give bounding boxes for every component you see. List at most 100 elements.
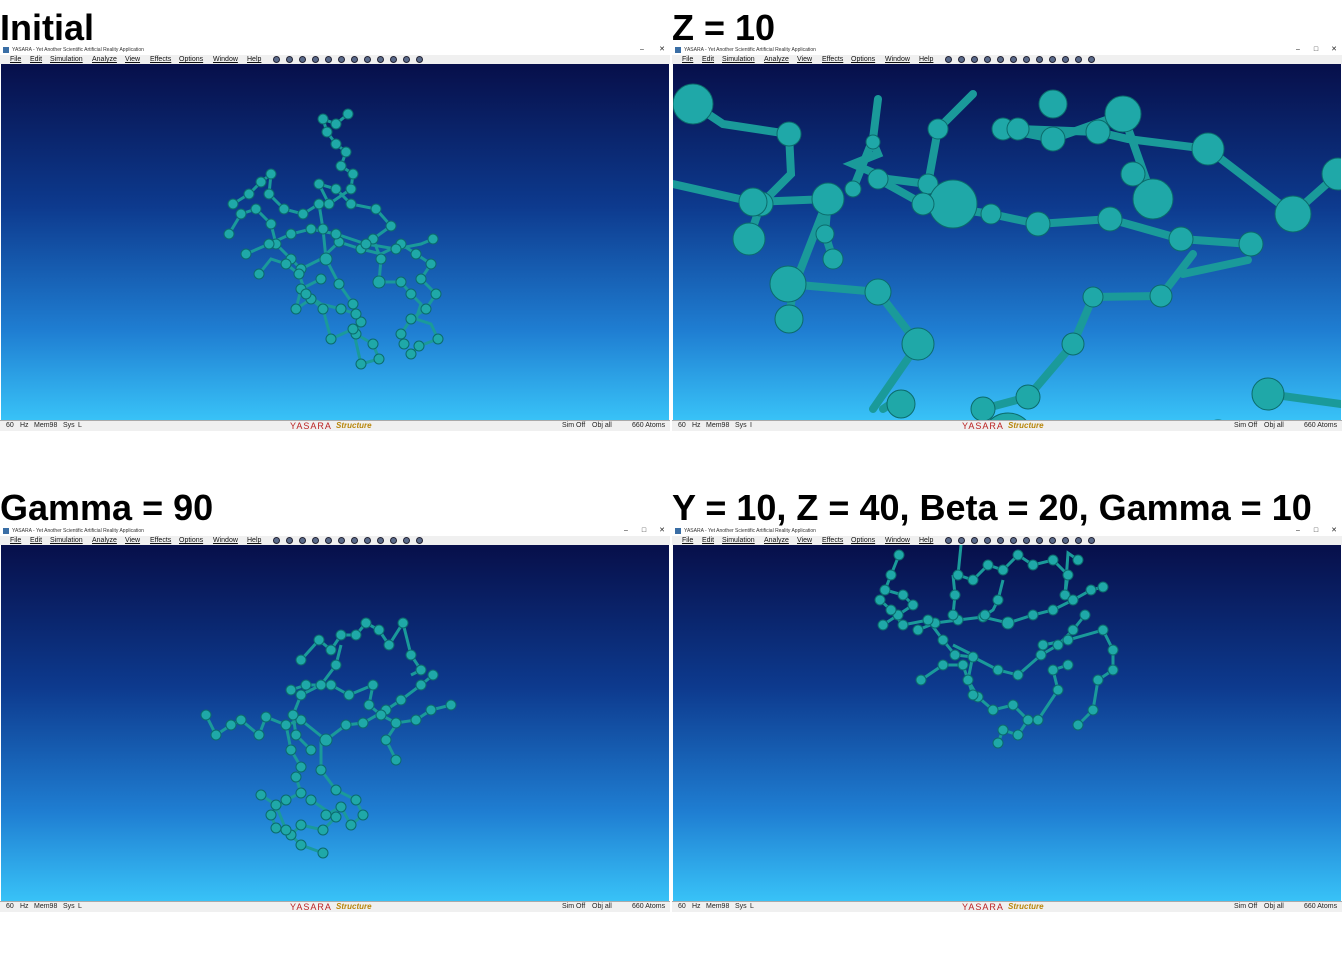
toolbar-icon[interactable] xyxy=(325,56,332,63)
toolbar-icon[interactable] xyxy=(351,537,358,544)
toolbar-icon[interactable] xyxy=(338,537,345,544)
toolbar-icon[interactable] xyxy=(1088,537,1095,544)
menu-edit[interactable]: Edit xyxy=(30,56,43,63)
toolbar-icon[interactable] xyxy=(984,537,991,544)
toolbar-icon[interactable] xyxy=(1075,537,1082,544)
menu-edit[interactable]: Edit xyxy=(702,56,715,63)
toolbar-icon[interactable] xyxy=(416,56,423,63)
toolbar-icon[interactable] xyxy=(971,56,978,63)
molecule-viewport[interactable] xyxy=(1,64,669,420)
menu-help[interactable]: Help xyxy=(919,537,934,544)
menu-analyze[interactable]: Analyze xyxy=(764,537,789,544)
toolbar-icon[interactable] xyxy=(1062,56,1069,63)
menu-effects[interactable]: Effects xyxy=(150,56,172,63)
menu-window[interactable]: Window xyxy=(885,537,910,544)
toolbar-icon[interactable] xyxy=(312,537,319,544)
toolbar-icon[interactable] xyxy=(364,56,371,63)
molecule-viewport[interactable] xyxy=(673,545,1341,901)
toolbar-icon[interactable] xyxy=(403,537,410,544)
menu-window[interactable]: Window xyxy=(213,56,238,63)
toolbar-icon[interactable] xyxy=(1062,537,1069,544)
menu-effects[interactable]: Effects xyxy=(822,56,844,63)
molecule-viewport[interactable] xyxy=(1,545,669,901)
toolbar-icon[interactable] xyxy=(273,56,280,63)
toolbar-icon[interactable] xyxy=(997,537,1004,544)
minimize-icon[interactable]: – xyxy=(640,46,644,53)
menu-help[interactable]: Help xyxy=(919,56,934,63)
menu-window[interactable]: Window xyxy=(213,537,238,544)
menu-file[interactable]: File xyxy=(10,56,22,63)
menu-simulation[interactable]: Simulation xyxy=(722,56,755,63)
menu-file[interactable]: File xyxy=(682,537,694,544)
menu-options[interactable]: Options xyxy=(851,56,876,63)
toolbar-icon[interactable] xyxy=(1088,56,1095,63)
menu-simulation[interactable]: Simulation xyxy=(50,56,83,63)
toolbar-icon[interactable] xyxy=(351,56,358,63)
close-icon[interactable]: ✕ xyxy=(1331,527,1337,534)
menu-help[interactable]: Help xyxy=(247,537,262,544)
toolbar-icon[interactable] xyxy=(958,537,965,544)
menu-help[interactable]: Help xyxy=(247,56,262,63)
toolbar-icon[interactable] xyxy=(416,537,423,544)
menu-view[interactable]: View xyxy=(125,56,141,63)
close-icon[interactable]: ✕ xyxy=(659,46,665,53)
menu-options[interactable]: Options xyxy=(179,56,204,63)
toolbar-icon[interactable] xyxy=(325,537,332,544)
toolbar-icon[interactable] xyxy=(958,56,965,63)
menu-window[interactable]: Window xyxy=(885,56,910,63)
menu-options[interactable]: Options xyxy=(851,537,876,544)
menu-simulation[interactable]: Simulation xyxy=(50,537,83,544)
menu-simulation[interactable]: Simulation xyxy=(722,537,755,544)
toolbar-icon[interactable] xyxy=(945,56,952,63)
toolbar-icon[interactable] xyxy=(273,537,280,544)
toolbar-icon[interactable] xyxy=(971,537,978,544)
menu-edit[interactable]: Edit xyxy=(30,537,43,544)
toolbar-icon[interactable] xyxy=(945,537,952,544)
menu-options[interactable]: Options xyxy=(179,537,204,544)
menu-analyze[interactable]: Analyze xyxy=(764,56,789,63)
menu-view[interactable]: View xyxy=(797,56,813,63)
toolbar-icon[interactable] xyxy=(390,56,397,63)
title-bar: YASARA - Yet Another Scientific Artifici… xyxy=(0,526,670,536)
maximize-icon[interactable]: □ xyxy=(641,527,647,534)
menu-view[interactable]: View xyxy=(797,537,813,544)
toolbar-icon[interactable] xyxy=(377,537,384,544)
toolbar-icon[interactable] xyxy=(403,56,410,63)
toolbar-icon[interactable] xyxy=(997,56,1004,63)
toolbar-icon[interactable] xyxy=(286,56,293,63)
minimize-icon[interactable]: – xyxy=(1296,527,1300,534)
toolbar-icon[interactable] xyxy=(1023,537,1030,544)
toolbar-icon[interactable] xyxy=(1036,56,1043,63)
toolbar-icon[interactable] xyxy=(299,56,306,63)
maximize-icon[interactable]: □ xyxy=(1313,527,1319,534)
close-icon[interactable]: ✕ xyxy=(1331,46,1337,53)
menu-analyze[interactable]: Analyze xyxy=(92,537,117,544)
close-icon[interactable]: ✕ xyxy=(659,527,665,534)
molecule-viewport[interactable] xyxy=(673,64,1341,420)
menu-analyze[interactable]: Analyze xyxy=(92,56,117,63)
toolbar-icon[interactable] xyxy=(377,56,384,63)
toolbar-icon[interactable] xyxy=(1049,537,1056,544)
toolbar-icon[interactable] xyxy=(1010,537,1017,544)
minimize-icon[interactable]: – xyxy=(624,527,628,534)
menu-file[interactable]: File xyxy=(10,537,22,544)
toolbar-icon[interactable] xyxy=(299,537,306,544)
menu-effects[interactable]: Effects xyxy=(150,537,172,544)
minimize-icon[interactable]: – xyxy=(1296,46,1300,53)
toolbar-icon[interactable] xyxy=(1010,56,1017,63)
menu-edit[interactable]: Edit xyxy=(702,537,715,544)
toolbar-icon[interactable] xyxy=(390,537,397,544)
menu-view[interactable]: View xyxy=(125,537,141,544)
toolbar-icon[interactable] xyxy=(1075,56,1082,63)
toolbar-icon[interactable] xyxy=(1036,537,1043,544)
toolbar-icon[interactable] xyxy=(312,56,319,63)
toolbar-icon[interactable] xyxy=(984,56,991,63)
toolbar-icon[interactable] xyxy=(338,56,345,63)
maximize-icon[interactable]: □ xyxy=(1313,46,1319,53)
toolbar-icon[interactable] xyxy=(1023,56,1030,63)
toolbar-icon[interactable] xyxy=(364,537,371,544)
toolbar-icon[interactable] xyxy=(286,537,293,544)
menu-effects[interactable]: Effects xyxy=(822,537,844,544)
toolbar-icon[interactable] xyxy=(1049,56,1056,63)
menu-file[interactable]: File xyxy=(682,56,694,63)
